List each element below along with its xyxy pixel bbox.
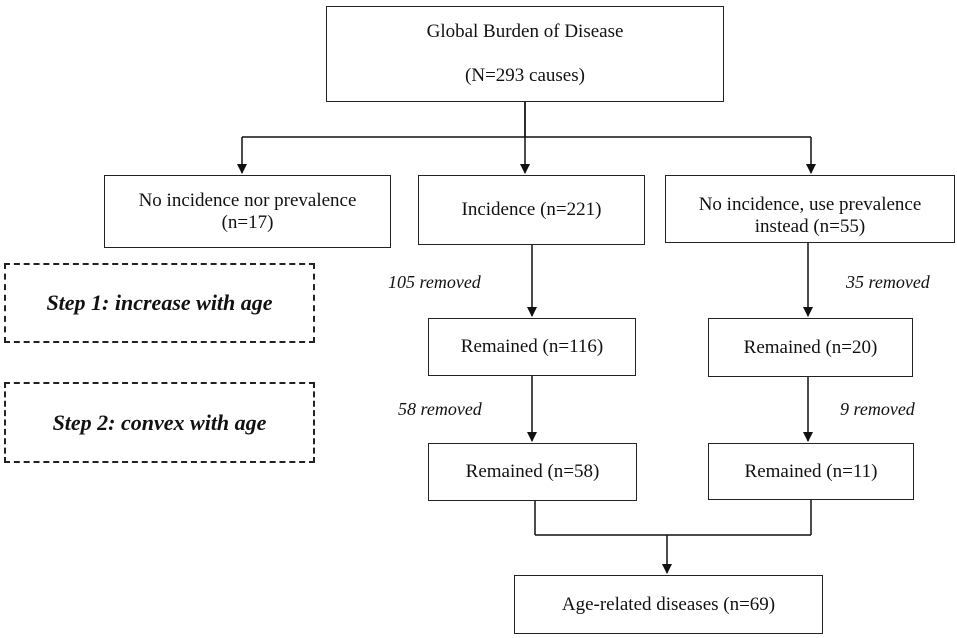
middle-step2-removed-note: 58 removed bbox=[398, 399, 482, 419]
global-burden-title: Global Burden of Disease bbox=[426, 21, 624, 42]
global-burden-box: Global Burden of Disease (N=293 causes) bbox=[326, 6, 724, 102]
remained-right-step1-label: Remained (n=20) bbox=[743, 336, 878, 358]
remained-right-step2-label: Remained (n=11) bbox=[744, 460, 878, 482]
age-related-diseases-box: Age-related diseases (n=69) bbox=[514, 575, 823, 634]
remained-middle-step1-box: Remained (n=116) bbox=[428, 318, 636, 376]
age-related-diseases-label: Age-related diseases (n=69) bbox=[561, 593, 776, 615]
right-step2-removed-note: 9 removed bbox=[840, 399, 915, 419]
remained-middle-step2-box: Remained (n=58) bbox=[428, 443, 637, 501]
prevalence-instead-label: No incidence, use prevalence bbox=[698, 194, 922, 215]
remained-right-step2-box: Remained (n=11) bbox=[708, 443, 914, 500]
incidence-box: Incidence (n=221) bbox=[418, 175, 645, 245]
remained-right-step1-box: Remained (n=20) bbox=[708, 318, 913, 377]
no-incidence-nor-prevalence-count: (n=17) bbox=[221, 211, 274, 233]
remained-middle-step2-label: Remained (n=58) bbox=[465, 461, 600, 482]
step1-box: Step 1: increase with age bbox=[4, 263, 315, 343]
prevalence-instead-count: instead (n=55) bbox=[754, 216, 866, 237]
no-incidence-nor-prevalence-box: No incidence nor prevalence (n=17) bbox=[104, 175, 391, 248]
global-burden-count: (N=293 causes) bbox=[465, 65, 585, 86]
step1-label: Step 1: increase with age bbox=[46, 290, 273, 315]
step2-box: Step 2: convex with age bbox=[4, 382, 315, 463]
incidence-label: Incidence (n=221) bbox=[461, 199, 602, 220]
no-incidence-nor-prevalence-label: No incidence nor prevalence bbox=[138, 189, 357, 211]
remained-middle-step1-label: Remained (n=116) bbox=[460, 336, 604, 357]
step2-label: Step 2: convex with age bbox=[52, 409, 267, 435]
middle-step1-removed-note: 105 removed bbox=[388, 272, 481, 292]
right-step1-removed-note: 35 removed bbox=[846, 272, 930, 292]
prevalence-instead-box: No incidence, use prevalence instead (n=… bbox=[665, 175, 955, 243]
